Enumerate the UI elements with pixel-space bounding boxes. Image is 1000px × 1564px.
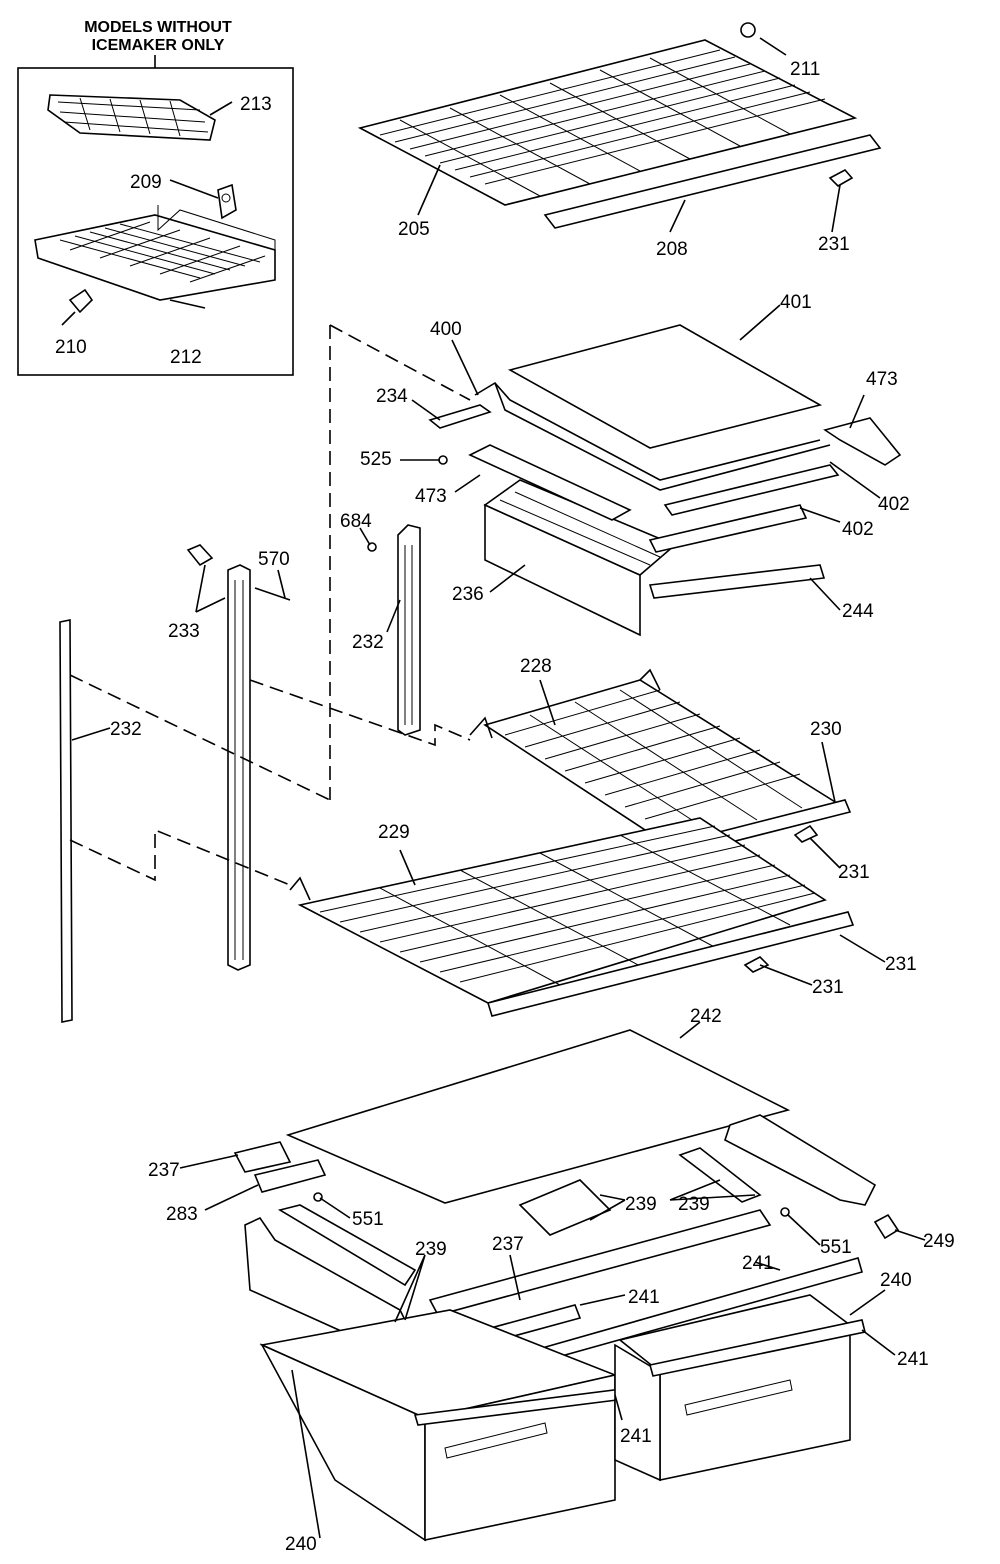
callout-400: 400 [430,319,462,340]
callout-236: 236 [452,584,484,605]
part-473-left [468,444,632,521]
inset-title-line2: ICEMAKER ONLY [92,37,225,54]
shelf-frame-400 [474,381,831,491]
ladder-rail-232-right [397,524,421,736]
rail-402-a [663,464,840,516]
callout-237-left: 237 [148,1160,180,1181]
callout-213: 213 [240,94,272,115]
part-231-low [743,956,770,973]
callout-239-right: 239 [678,1194,710,1215]
part-234 [428,404,492,429]
callout-240-left: 240 [285,1534,317,1555]
callout-525: 525 [360,449,392,470]
crisper-frame-right [724,1114,877,1206]
callout-233: 233 [168,621,200,642]
inset-title-line1: MODELS WITHOUT [84,19,232,36]
screw-551-right [780,1207,790,1217]
callout-239-center: 239 [625,1194,657,1215]
callout-551-right: 551 [820,1237,852,1258]
crisper-drawer-left [259,1309,635,1542]
part-283 [253,1159,327,1193]
rail-244 [648,564,826,599]
callout-212: 212 [170,347,202,368]
callout-241-mid: 241 [628,1287,660,1308]
callout-231-low: 231 [812,977,844,998]
part-239-right [678,1147,762,1203]
inset-box: MODELS WITHOUT ICEMAKER ONLY [17,19,294,376]
callout-labels: 213 209 210 212 211 205 208 231 401 400 … [55,59,955,1555]
rail-402-b [648,504,808,553]
callout-210: 210 [55,337,87,358]
callout-401: 401 [780,292,812,313]
callout-283: 283 [166,1204,198,1225]
part-570 [254,587,291,601]
part-249 [873,1213,900,1240]
part-237-center [428,1209,772,1316]
part-239-center [518,1179,612,1236]
callout-229: 229 [378,822,410,843]
callout-240-right: 240 [880,1270,912,1291]
part-233-clip [186,544,214,567]
ice-bucket-part [34,205,276,301]
ice-tray-part [47,94,216,141]
callout-234: 234 [376,386,408,407]
callout-237-center: 237 [492,1234,524,1255]
callout-208: 208 [656,239,688,260]
wire-shelf-228 [469,668,843,846]
callout-231-shelf: 231 [885,954,917,975]
crisper-drawer-right [614,1294,866,1482]
callout-473-left: 473 [415,486,447,507]
callout-231-top: 231 [818,234,850,255]
callout-684: 684 [340,511,372,532]
reference-lines [69,324,471,886]
part-211 [740,22,756,38]
crisper-cover-242 [285,1029,791,1204]
ladder-rail-233 [227,564,251,971]
callout-241-low: 241 [620,1426,652,1447]
part-210 [68,288,94,314]
callout-244: 244 [842,601,874,622]
callout-551-left: 551 [352,1209,384,1230]
callout-241-top: 241 [742,1253,774,1274]
part-231-top [828,168,854,187]
shelf-trim-231 [486,911,855,1017]
top-wire-shelf [357,39,858,206]
callout-228: 228 [520,656,552,677]
callout-241-right: 241 [897,1349,929,1370]
glass-shelf-401 [507,324,823,449]
crisper-frame-left [244,1204,417,1336]
screw-551-left [313,1192,323,1202]
callout-232-right: 232 [352,632,384,653]
callout-232-left: 232 [110,719,142,740]
callout-205: 205 [398,219,430,240]
shelf-trim-208 [543,134,882,229]
callout-402-b: 402 [842,519,874,540]
callout-570: 570 [258,549,290,570]
part-473-right [823,417,902,466]
callout-249: 249 [923,1231,955,1252]
callout-239-left: 239 [415,1239,447,1260]
callout-211: 211 [790,59,820,80]
ladder-rail-232-left [59,619,73,1023]
callout-231-mid: 231 [838,862,870,883]
callout-209: 209 [130,172,162,193]
callout-402-a: 402 [878,494,910,515]
callout-242: 242 [690,1006,722,1027]
wire-shelf-229 [289,817,827,1004]
callout-473-right: 473 [866,369,898,390]
leader-lines [61,37,926,1539]
screw-525 [438,455,448,465]
part-231-mid [793,824,819,843]
callout-230: 230 [810,719,842,740]
part-237-left [233,1141,292,1173]
part-209 [217,183,237,220]
